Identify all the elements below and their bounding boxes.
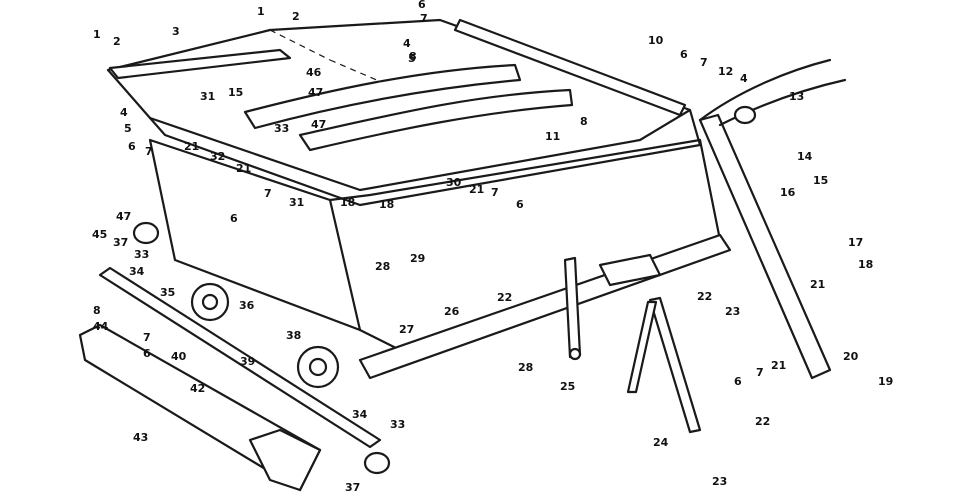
callout-label-c35: 35 — [160, 286, 175, 299]
callout-label-c32: 32 — [210, 150, 225, 163]
callout-label-c6a: 6 — [418, 0, 426, 11]
callout-label-c22a: 22 — [497, 291, 512, 304]
leaf-springs-11 — [243, 63, 574, 152]
callout-label-c22b: 22 — [697, 290, 712, 303]
callout-label-c13: 13 — [789, 90, 804, 103]
callout-label-c4c: 4 — [120, 106, 128, 119]
callout-label-c43: 43 — [133, 431, 148, 444]
callout-label-c15a: 15 — [228, 86, 243, 99]
callout-label-c5a: 5 — [408, 52, 416, 65]
callout-label-c20: 20 — [843, 350, 859, 363]
callout-label-c1b: 1 — [257, 5, 265, 18]
callout-label-c47a: 47 — [308, 86, 323, 99]
callout-label-c4a: 4 — [403, 37, 411, 50]
callout-label-c2a: 2 — [113, 35, 121, 48]
callout-label-c31a: 31 — [200, 90, 215, 103]
callout-label-c6e: 6 — [516, 198, 524, 211]
drive-bar-40 — [98, 266, 382, 449]
callout-label-c8c: 8 — [93, 304, 101, 317]
callout-label-c1a: 1 — [93, 28, 101, 41]
callout-label-c7d: 7 — [264, 187, 272, 200]
callout-label-c40: 40 — [171, 350, 187, 363]
callout-label-c31b: 31 — [289, 196, 304, 209]
callout-label-c4b: 4 — [740, 72, 748, 85]
vertical-bar-4 — [698, 113, 832, 380]
callout-label-c47c: 47 — [116, 210, 131, 223]
callout-label-c6g: 6 — [734, 375, 742, 388]
callout-label-c46: 46 — [306, 66, 322, 79]
callout-label-c10: 10 — [648, 34, 664, 47]
callout-label-c16: 16 — [780, 186, 796, 199]
arm-13 — [698, 58, 847, 127]
callout-label-c47b: 47 — [311, 118, 326, 131]
sprocket-38 — [296, 345, 340, 389]
callout-label-c37b: 37 — [345, 481, 360, 494]
callout-label-c7e: 7 — [491, 186, 499, 199]
link-24 — [626, 296, 702, 434]
callout-label-c27: 27 — [399, 323, 414, 336]
callout-label-c17: 17 — [848, 236, 863, 249]
callout-label-c29: 29 — [410, 252, 425, 265]
callout-label-c18b: 18 — [379, 198, 394, 211]
callout-label-c8b: 8 — [580, 115, 588, 128]
callout-label-c6f: 6 — [143, 347, 151, 360]
callout-label-c36: 36 — [239, 299, 255, 312]
callout-label-c21b: 21 — [236, 162, 251, 175]
callout-label-c7a: 7 — [420, 12, 428, 25]
callout-label-c28: 28 — [375, 260, 390, 273]
callout-label-c18c: 18 — [858, 258, 873, 271]
callout-label-c11: 11 — [545, 130, 560, 143]
callout-label-c30: 30 — [446, 176, 462, 189]
callout-label-c23a: 23 — [725, 305, 740, 318]
callout-label-c21a: 21 — [184, 140, 199, 153]
callout-label-c34b: 34 — [352, 408, 368, 421]
callout-label-c22c: 22 — [755, 415, 770, 428]
callout-label-c7g: 7 — [756, 366, 764, 379]
callout-label-c15b: 15 — [813, 174, 828, 187]
wheel-37-upper — [132, 221, 160, 245]
callout-label-c12: 12 — [718, 65, 733, 78]
callout-label-c6c: 6 — [128, 140, 136, 153]
side-shield-43 — [78, 323, 322, 492]
top-frame — [106, 18, 702, 207]
callout-label-c39: 39 — [240, 355, 255, 368]
callout-label-c44: 44 — [93, 320, 109, 333]
callout-label-c24: 24 — [653, 436, 669, 449]
sprocket-36 — [190, 282, 230, 322]
callout-label-c6b: 6 — [680, 48, 688, 61]
callout-label-c7f: 7 — [143, 331, 151, 344]
callout-label-c28b: 28 — [518, 361, 533, 374]
side-rail-3 — [108, 48, 292, 80]
callout-label-c33b: 33 — [134, 248, 149, 261]
callout-label-c33c: 33 — [390, 418, 405, 431]
callout-label-c25: 25 — [560, 380, 575, 393]
callout-label-c18a: 18 — [340, 196, 355, 209]
callout-label-c14: 14 — [797, 150, 813, 163]
callout-label-c38: 38 — [286, 329, 301, 342]
callout-label-c21c: 21 — [469, 183, 484, 196]
callout-label-c21e: 21 — [771, 359, 786, 372]
rail-10 — [453, 18, 687, 117]
link-25 — [563, 256, 582, 361]
axle-tube — [358, 233, 732, 380]
callout-label-c33a: 33 — [274, 122, 289, 135]
callout-label-c23b: 23 — [712, 475, 727, 488]
callout-label-c37a: 37 — [113, 236, 128, 249]
callout-label-c2b: 2 — [292, 10, 300, 23]
callout-label-c7c: 7 — [145, 145, 153, 158]
callout-label-c5b: 5 — [124, 122, 132, 135]
callout-label-c26: 26 — [444, 305, 460, 318]
callout-label-c3: 3 — [172, 25, 180, 38]
callout-label-c6d: 6 — [230, 212, 238, 225]
callout-label-c7b: 7 — [700, 56, 708, 69]
callout-label-c21d: 21 — [810, 278, 825, 291]
wheel-37-lower — [363, 451, 391, 475]
callout-label-c8a: 8 — [409, 50, 417, 63]
callout-label-c19: 19 — [878, 375, 893, 388]
callout-label-c42: 42 — [190, 382, 205, 395]
callout-label-c34a: 34 — [129, 265, 145, 278]
callout-label-c45: 45 — [92, 228, 107, 241]
